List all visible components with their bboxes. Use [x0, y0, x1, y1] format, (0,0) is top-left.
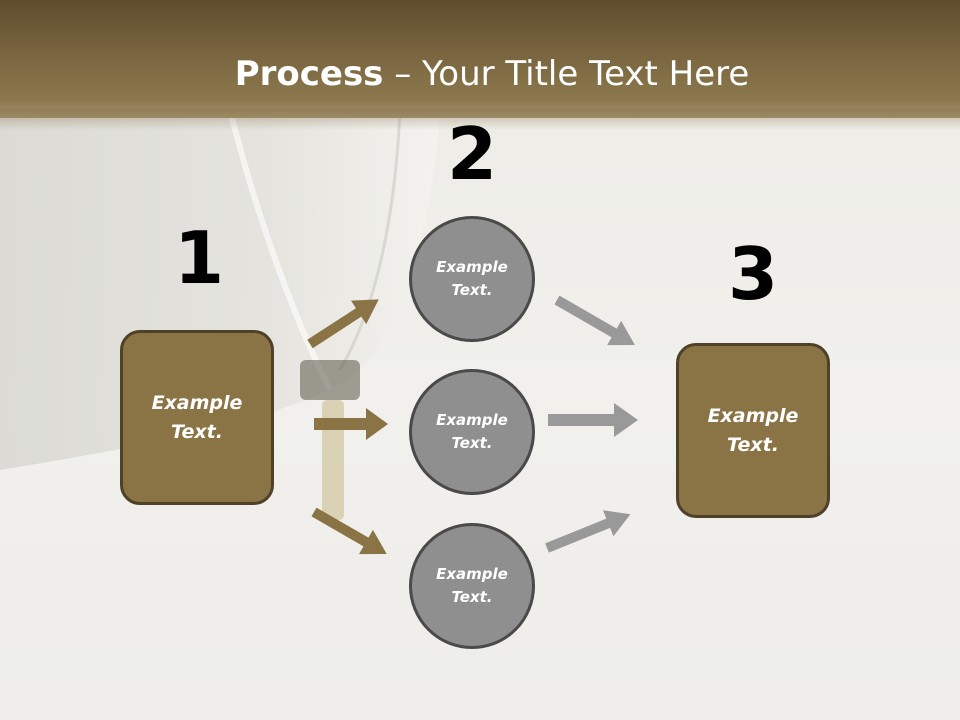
step-number-1: 1: [173, 216, 225, 300]
arrow-start-to-top: [307, 299, 379, 349]
circle-bottom: Example Text.: [409, 523, 535, 649]
page-title: Process – Your Title Text Here: [0, 52, 960, 96]
start-box-line1: Example: [151, 391, 243, 414]
start-box: Example Text.: [120, 330, 274, 505]
arrow-top-to-end: [554, 295, 635, 346]
end-box: Example Text.: [676, 343, 830, 518]
end-box-line2: Text.: [727, 433, 779, 456]
title-bold: Process: [234, 54, 384, 94]
end-box-line1: Example: [707, 404, 799, 427]
arrow-bottom-to-end: [545, 510, 631, 553]
step-number-3: 3: [727, 232, 779, 316]
circle-bottom-line2: Text.: [451, 588, 493, 606]
circle-middle-line1: Example: [436, 411, 508, 429]
circle-top-line2: Text.: [451, 281, 493, 299]
arrow-start-to-middle: [314, 408, 388, 440]
title-bar: [0, 0, 960, 118]
title-rest: – Your Title Text Here: [383, 54, 750, 94]
background-clip: [300, 360, 360, 400]
arrow-start-to-bottom: [311, 507, 387, 555]
title-bar-fade: [0, 108, 960, 130]
background-sheet-edge: [338, 109, 402, 371]
arrow-middle-to-end: [548, 403, 638, 437]
circle-middle: Example Text.: [409, 369, 535, 495]
start-box-line2: Text.: [171, 420, 223, 443]
circle-middle-line2: Text.: [451, 434, 493, 452]
circle-top-line1: Example: [436, 258, 508, 276]
circle-bottom-line1: Example: [436, 565, 508, 583]
circle-top: Example Text.: [409, 216, 535, 342]
step-number-2: 2: [446, 112, 498, 196]
